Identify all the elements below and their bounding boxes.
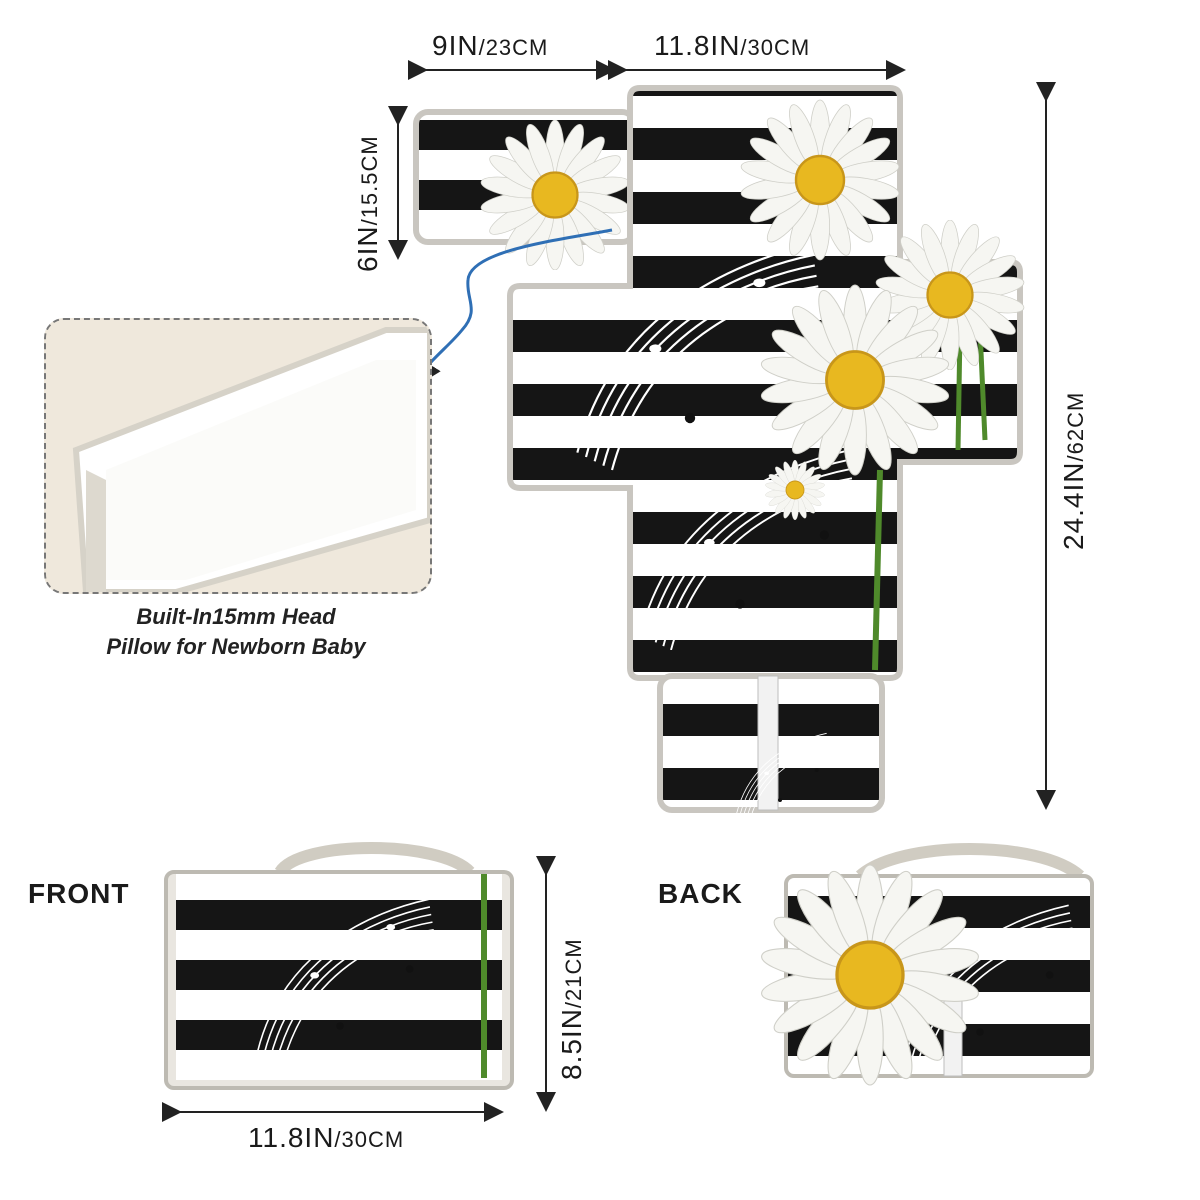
mat-width-label: 11.8IN/30CM xyxy=(654,30,811,61)
handle xyxy=(274,842,475,877)
callout-arrow xyxy=(412,228,613,389)
head-pillow-callout xyxy=(44,318,432,594)
pillow-caption-line2: Pillow for Newborn Baby xyxy=(106,634,366,659)
folded-back-view xyxy=(760,843,1094,1087)
unfolded-changing-mat xyxy=(413,85,1027,820)
back-view-label: BACK xyxy=(658,878,743,909)
strap xyxy=(757,675,779,811)
folded-front-view xyxy=(164,842,514,1090)
dimension-lines xyxy=(162,60,1056,1122)
mat-length-label: 24.4IN/62CM xyxy=(1058,391,1089,550)
daisy-stem xyxy=(955,329,963,451)
handle xyxy=(855,843,1085,881)
pillow-caption: Built-In15mm Head Pillow for Newborn Bab… xyxy=(40,602,432,662)
folded-height-label: 8.5IN/21CM xyxy=(556,938,587,1080)
pillow-caption-line1: Built-In15mm Head xyxy=(136,604,336,629)
head-height-label: 6IN/15.5CM xyxy=(352,135,383,272)
front-view-label: FRONT xyxy=(28,878,130,909)
daisy-stem xyxy=(872,469,883,671)
daisy-stem xyxy=(977,329,988,441)
folded-width-label: 11.8IN/30CM xyxy=(248,1122,405,1153)
head-width-label: 9IN/23CM xyxy=(432,30,549,61)
